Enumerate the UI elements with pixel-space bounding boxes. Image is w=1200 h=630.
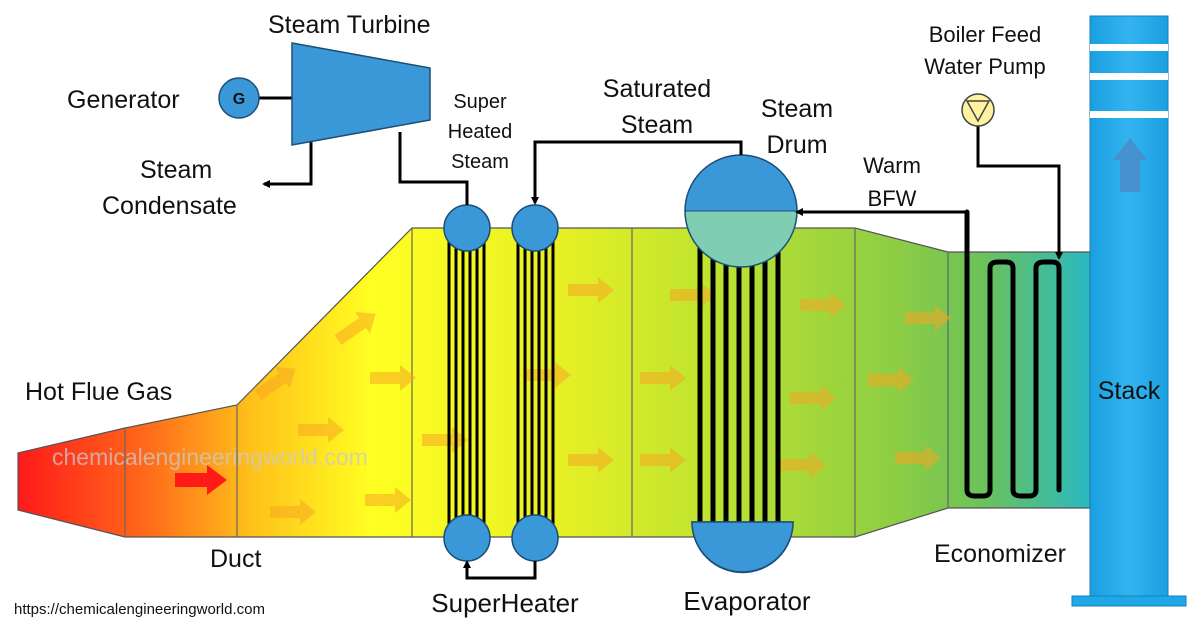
label-steam-condensate-line-2: Condensate (102, 192, 237, 220)
label-saturated-steam-line-2: Steam (621, 111, 693, 139)
right-arrow-icon (175, 465, 227, 495)
flow-arrow (525, 362, 571, 388)
superheater-tube-bank-2 (516, 228, 555, 538)
flow-arrow (370, 365, 416, 391)
label-saturated-steam-line-1: Saturated (603, 75, 711, 103)
generator-circle-icon (218, 77, 260, 119)
flue-gas-flow-arrows (254, 277, 951, 525)
process-piping (258, 96, 1063, 580)
stack (1071, 15, 1187, 607)
flow-arrow (568, 447, 614, 473)
label-hot-flue-gas: Hot Flue Gas (25, 378, 172, 406)
up-arrow-icon (1113, 138, 1147, 192)
flow-arrow (568, 277, 614, 303)
label-boiler-feed-water-pump-line-1: Boiler Feed (929, 22, 1042, 47)
superheater-header-top-2 (511, 204, 559, 252)
label-steam-condensate-line-1: Steam (140, 156, 212, 184)
label-warm-bfw-line-1: Warm (863, 153, 921, 178)
label-warm-bfw-line-2: BFW (868, 186, 917, 211)
label-economizer: Economizer (934, 540, 1066, 568)
flow-arrow (365, 487, 411, 513)
flow-arrow (298, 417, 344, 443)
pump-triangle-glyph (965, 100, 991, 123)
label-super-heated-steam-line-2: Heated (448, 121, 513, 143)
flow-arrow (670, 282, 716, 308)
economizer-coil (964, 209, 1062, 499)
evaporator-tube-bank (697, 240, 781, 525)
label-boiler-feed-water-pump-line-2: Water Pump (924, 54, 1045, 79)
label-steam-turbine: Steam Turbine (268, 11, 431, 39)
superheater-tube-bank-1 (447, 228, 486, 538)
flow-arrow (640, 447, 686, 473)
duct-section-dividers (124, 228, 949, 537)
label-superheater: SuperHeater (431, 588, 579, 618)
flow-arrow (790, 385, 836, 411)
label-evaporator: Evaporator (683, 586, 811, 616)
flow-arrow (800, 292, 846, 318)
label-super-heated-steam-line-1: Super (453, 91, 507, 113)
flow-arrow (334, 312, 376, 345)
label-steam-drum-line-1: Steam (761, 95, 833, 123)
label-generator: Generator (67, 86, 180, 114)
generator-symbol: G (233, 91, 245, 108)
flow-arrow (270, 499, 316, 525)
superheater-header-top-1 (443, 204, 491, 252)
label-super-heated-steam-line-3: Steam (451, 151, 509, 173)
label-steam-drum-line-2: Drum (766, 131, 827, 159)
flow-arrow (640, 365, 686, 391)
label-duct: Duct (210, 545, 261, 573)
superheater-header-bottom-1 (443, 514, 491, 562)
footer-url: https://chemicalengineeringworld.com (14, 601, 265, 618)
flow-arrow (780, 452, 826, 478)
pump-triangle-icon (961, 93, 995, 127)
steam-turbine-trapezoid-icon (291, 42, 431, 146)
mud-drum-shell (691, 521, 794, 573)
flow-arrow (254, 367, 296, 400)
flow-arrow (895, 445, 941, 471)
superheater-header-bottom-2 (511, 514, 559, 562)
flow-arrow (868, 367, 914, 393)
label-stack: Stack (1098, 377, 1161, 405)
steam-drum (684, 154, 798, 268)
watermark: chemicalengineeringworld.com (52, 444, 368, 470)
flow-arrow (905, 305, 951, 331)
